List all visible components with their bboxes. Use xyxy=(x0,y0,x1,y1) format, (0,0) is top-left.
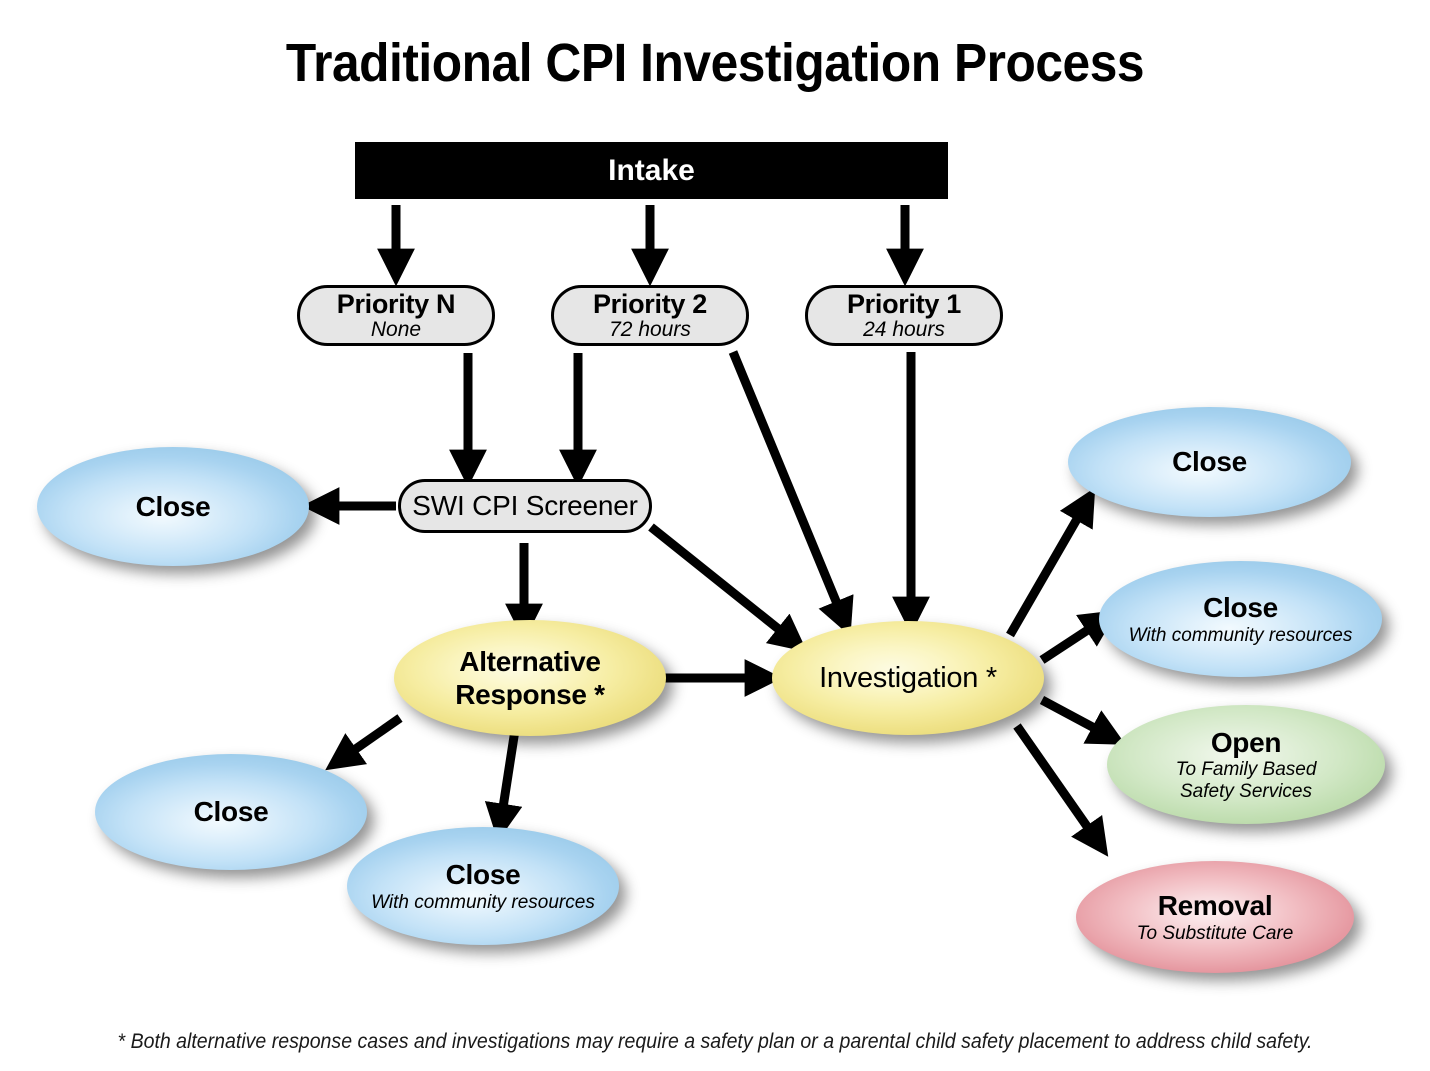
node-close-resources-inv-label: Close xyxy=(1203,592,1278,624)
node-open-sublabel-1: To Family Based xyxy=(1175,759,1317,781)
footnote: * Both alternative response cases and in… xyxy=(117,1030,1313,1053)
node-close-resources-ar-sublabel: With community resources xyxy=(371,891,595,913)
node-removal-label: Removal xyxy=(1157,890,1273,922)
edge-investigation-close-resources xyxy=(1039,610,1119,664)
node-priority-2-label: Priority 2 xyxy=(592,288,708,319)
node-close-resources-from-alternative-response[interactable]: Close With community resources xyxy=(347,827,619,945)
node-investigation-label: Investigation * xyxy=(819,661,997,694)
node-open-label: Open xyxy=(1210,727,1282,759)
node-removal[interactable]: Removal To Substitute Care xyxy=(1076,861,1354,973)
edge-alternative-response-close-resources xyxy=(484,729,523,842)
edge-investigation-removal xyxy=(1013,723,1109,857)
node-open-family-based-safety-services[interactable]: Open To Family Based Safety Services xyxy=(1107,705,1385,824)
node-intake[interactable]: Intake xyxy=(355,142,948,199)
node-swi-cpi-screener[interactable]: SWI CPI Screener xyxy=(398,479,652,533)
node-priority-n-sublabel: None xyxy=(370,318,422,342)
node-close-from-alternative-response-label: Close xyxy=(193,796,269,828)
node-open-sublabel-2: Safety Services xyxy=(1180,780,1312,802)
node-close-from-screener-label: Close xyxy=(135,490,211,522)
node-priority-1-label: Priority 1 xyxy=(846,288,962,319)
node-swi-cpi-screener-label: SWI CPI Screener xyxy=(412,490,638,522)
node-close-resources-inv-sublabel: With community resources xyxy=(1128,624,1353,646)
node-investigation[interactable]: Investigation * xyxy=(772,621,1044,735)
node-priority-1[interactable]: Priority 1 24 hours xyxy=(805,285,1003,346)
node-intake-label: Intake xyxy=(608,153,695,187)
node-priority-2-sublabel: 72 hours xyxy=(609,318,691,342)
node-close-from-investigation-label: Close xyxy=(1172,446,1247,478)
node-alternative-response[interactable]: Alternative Response * xyxy=(394,620,666,736)
edge-alternative-response-close-left xyxy=(325,714,403,771)
node-alternative-response-label2: Response * xyxy=(455,679,605,710)
node-priority-2[interactable]: Priority 2 72 hours xyxy=(551,285,749,346)
edge-priority-2-investigation xyxy=(728,350,854,637)
node-removal-sublabel: To Substitute Care xyxy=(1136,922,1294,944)
node-priority-n-label: Priority N xyxy=(336,288,456,319)
edge-investigation-open xyxy=(1039,696,1126,745)
node-close-from-screener[interactable]: Close xyxy=(37,447,309,566)
node-close-from-investigation[interactable]: Close xyxy=(1068,407,1351,517)
node-alternative-response-label: Alternative xyxy=(459,645,601,677)
edge-screener-investigation xyxy=(648,523,808,652)
node-priority-1-sublabel: 24 hours xyxy=(863,318,945,342)
node-close-resources-ar-label: Close xyxy=(445,859,521,891)
node-close-from-alternative-response[interactable]: Close xyxy=(95,754,367,870)
node-close-resources-from-investigation[interactable]: Close With community resources xyxy=(1099,561,1382,677)
edge-investigation-close-top xyxy=(1006,487,1096,638)
node-priority-n[interactable]: Priority N None xyxy=(297,285,495,346)
page-title: Traditional CPI Investigation Process xyxy=(285,33,1145,93)
